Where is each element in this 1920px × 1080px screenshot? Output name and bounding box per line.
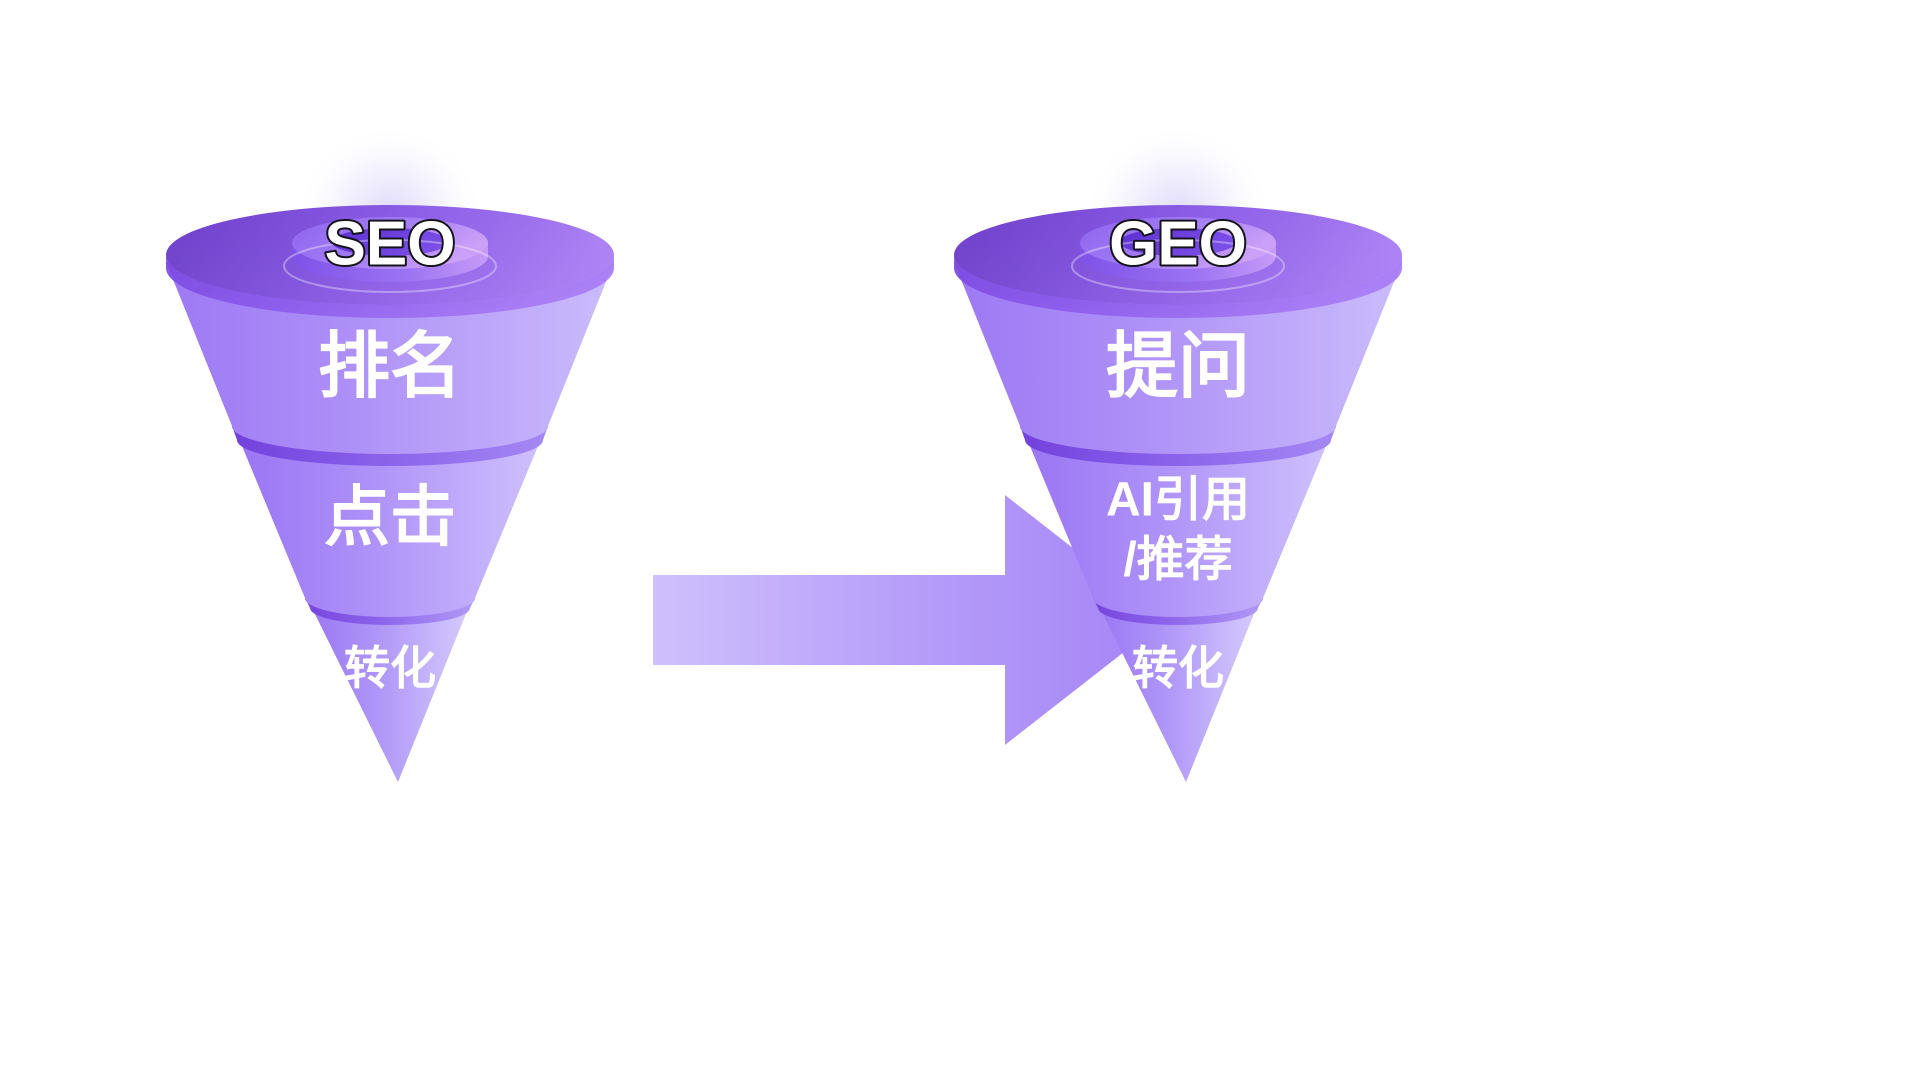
funnel-geo-segment-3 bbox=[1098, 604, 1258, 782]
funnel-seo-segment-2 bbox=[237, 434, 543, 617]
funnel-geo-stage-3-label: 转化 bbox=[1132, 642, 1224, 694]
funnel-geo[interactable]: GEO 提问 AI引用 /推荐 转化 bbox=[954, 115, 1402, 782]
funnel-geo-stage-1-label: 提问 bbox=[1106, 327, 1250, 407]
funnel-seo-segment-3 bbox=[310, 604, 470, 782]
funnel-seo-stage-2-label: 点击 bbox=[324, 479, 456, 553]
transition-arrow[interactable] bbox=[653, 495, 1165, 745]
funnel-geo-stage-2-label-line2: /推荐 bbox=[1123, 534, 1232, 587]
funnel-seo[interactable]: SEO 排名 点击 转化 bbox=[166, 115, 614, 782]
funnel-geo-stage-2-label-line1: AI引用 bbox=[1106, 474, 1250, 527]
funnel-seo-ring-1 bbox=[232, 426, 548, 466]
funnel-seo-cap-donut bbox=[283, 217, 497, 293]
funnel-seo-cap-rim bbox=[166, 255, 614, 318]
funnel-geo-cap-rim bbox=[954, 255, 1402, 318]
funnel-geo-cap-title: GEO bbox=[1109, 209, 1247, 278]
funnel-geo-segment-2 bbox=[1025, 434, 1331, 617]
funnel-geo-cap-donut bbox=[1071, 217, 1285, 293]
funnel-seo-stage-1-label: 排名 bbox=[318, 327, 462, 407]
funnel-geo-ring-1 bbox=[1020, 426, 1336, 466]
right-arrow-icon bbox=[653, 495, 1165, 745]
funnel-geo-ring-2 bbox=[1093, 598, 1263, 625]
funnel-seo-stage-3-label: 转化 bbox=[344, 642, 436, 694]
funnel-seo-cap-title: SEO bbox=[325, 209, 456, 278]
funnel-seo-ring-2 bbox=[305, 598, 475, 625]
